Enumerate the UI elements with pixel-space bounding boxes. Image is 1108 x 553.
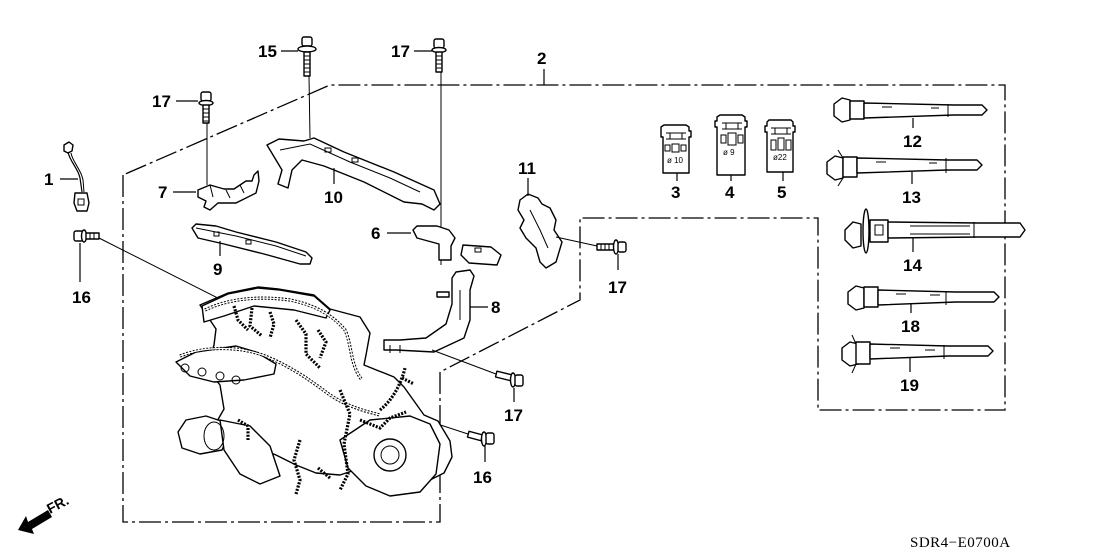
part-3-grommet[interactable]: ø 10 xyxy=(660,124,692,174)
part-10-bracket[interactable] xyxy=(266,137,441,211)
guide-line-15 xyxy=(308,75,311,139)
callout-11: 11 xyxy=(518,159,536,178)
engine-with-wire-harness[interactable] xyxy=(175,286,453,497)
part-18-cable-tie[interactable] xyxy=(847,285,1000,311)
callout-9: 9 xyxy=(213,260,222,279)
callout-7: 7 xyxy=(158,183,167,202)
callout-13: 13 xyxy=(902,188,921,207)
callout-19: 19 xyxy=(900,376,919,395)
guide-line-17-right xyxy=(555,236,598,247)
part-13-cable-tie[interactable] xyxy=(826,149,983,187)
part-4-grommet[interactable]: ø 9 xyxy=(714,114,748,176)
callout-8: 8 xyxy=(491,298,500,317)
front-direction-arrow: FR. xyxy=(18,492,71,534)
guide-line-17-lower xyxy=(431,349,497,375)
bolt-17-right[interactable] xyxy=(596,239,627,255)
callout-17-top: 17 xyxy=(391,42,410,61)
part-14-cable-tie[interactable] xyxy=(844,208,1026,254)
callout-6: 6 xyxy=(371,224,380,243)
callout-3: 3 xyxy=(671,183,680,202)
part-9-bracket[interactable] xyxy=(191,223,313,265)
arrow-icon xyxy=(18,510,52,534)
callout-12: 12 xyxy=(903,132,922,151)
grommet-4-marking: ø 9 xyxy=(723,148,735,157)
bolt-17-lower[interactable] xyxy=(494,370,524,388)
figure-code: SDR4−E0700A xyxy=(910,535,1011,551)
callout-4: 4 xyxy=(725,183,735,202)
bolt-15[interactable] xyxy=(297,36,317,77)
callout-14: 14 xyxy=(903,256,922,275)
callout-2: 2 xyxy=(537,49,546,68)
bolt-17-left[interactable] xyxy=(198,91,214,124)
grommet-5-marking: ø22 xyxy=(773,153,787,162)
part-7-bracket[interactable] xyxy=(197,170,260,211)
bolt-16-right[interactable] xyxy=(466,430,495,447)
callout-17-lower: 17 xyxy=(504,406,523,425)
part-1-sensor-harness[interactable] xyxy=(63,141,90,212)
bolt-16-left[interactable] xyxy=(73,229,100,243)
callout-1: 1 xyxy=(44,170,53,189)
part-6-bracket[interactable] xyxy=(412,225,502,266)
callout-17-right: 17 xyxy=(608,278,627,297)
grommet-3-marking: ø 10 xyxy=(667,156,684,165)
callout-17-left: 17 xyxy=(152,92,171,111)
part-8-bracket[interactable] xyxy=(383,269,475,353)
part-19-cable-tie[interactable] xyxy=(841,334,994,374)
part-12-cable-tie[interactable] xyxy=(833,97,988,123)
assembly-outline xyxy=(122,84,1006,523)
part-5-grommet[interactable]: ø22 xyxy=(764,119,796,173)
callout-16-left: 16 xyxy=(72,288,91,307)
callout-10: 10 xyxy=(324,188,343,207)
callout-5: 5 xyxy=(777,183,786,202)
bolt-17-top[interactable] xyxy=(431,38,447,73)
part-11-bracket[interactable] xyxy=(517,193,563,269)
callout-15: 15 xyxy=(258,42,277,61)
callout-16-right: 16 xyxy=(473,468,492,487)
callout-18: 18 xyxy=(901,317,920,336)
